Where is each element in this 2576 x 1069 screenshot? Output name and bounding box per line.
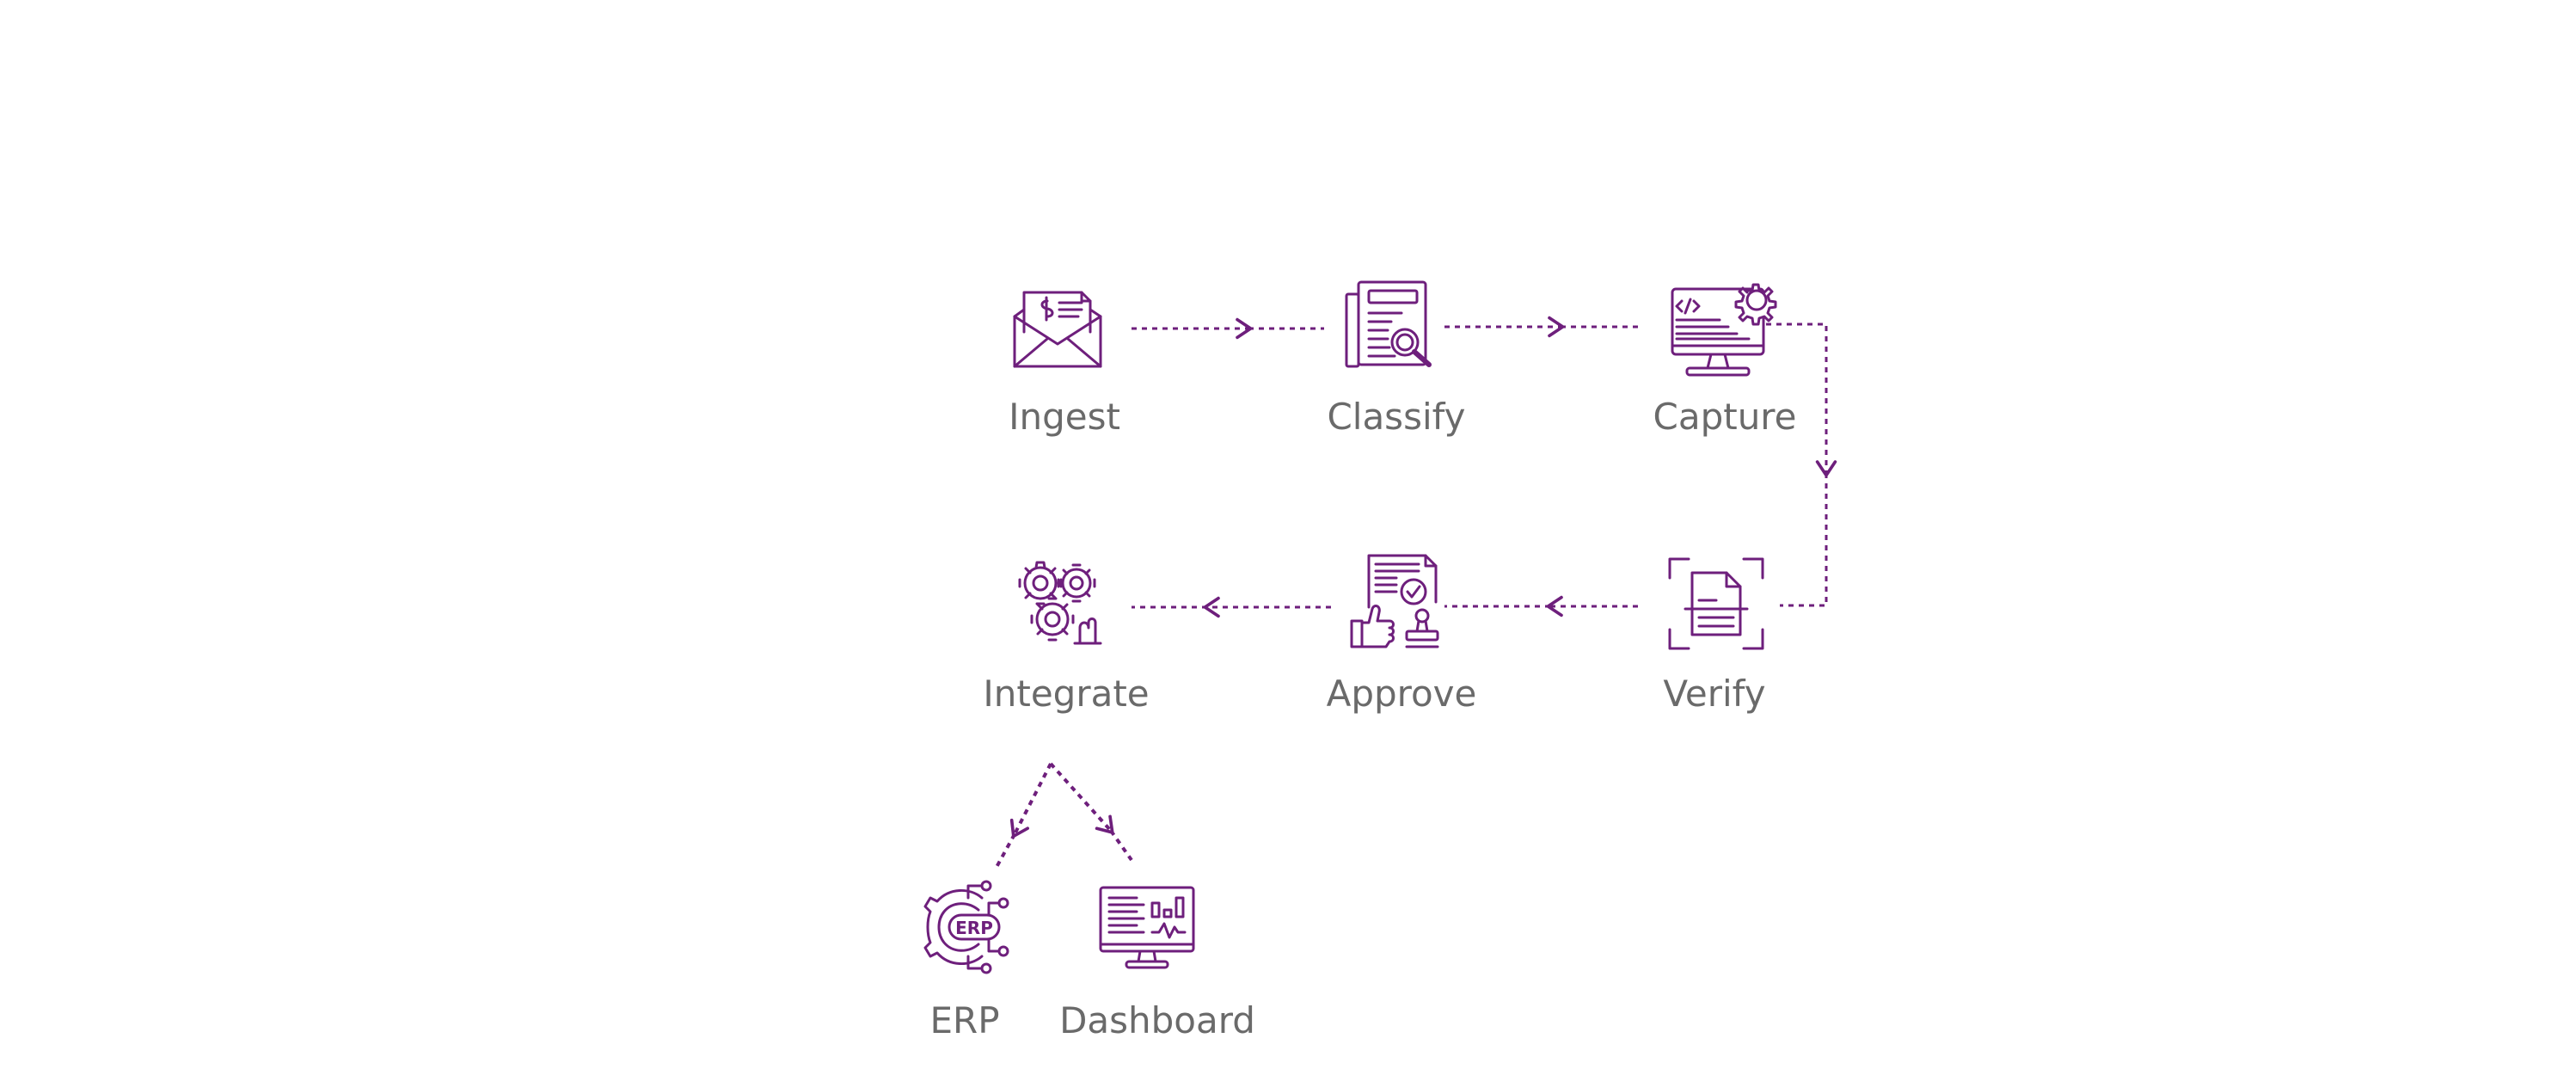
step-label-capture: Capture — [1653, 396, 1797, 438]
arrow-integrate-to-erp — [994, 763, 1052, 869]
monitor-code-gear-icon — [1671, 283, 1777, 377]
step-label-ingest: Ingest — [1009, 396, 1120, 438]
connectors — [994, 316, 1837, 869]
envelope-invoice-icon — [1013, 291, 1102, 368]
erp-gear-icon: ERP — [923, 880, 1009, 974]
output-label-dashboard: Dashboard — [1059, 999, 1255, 1041]
output-label-erp: ERP — [929, 999, 1000, 1041]
arrow-capture-to-verify — [1766, 323, 1837, 607]
document-scan-icon — [1668, 557, 1764, 650]
document-search-icon — [1345, 280, 1432, 368]
step-label-classify: Classify — [1327, 396, 1466, 438]
step-label-verify: Verify — [1663, 673, 1766, 715]
step-label-approve: Approve — [1326, 673, 1477, 715]
document-approval-stamp-icon — [1350, 554, 1439, 648]
arrow-integrate-to-dashboard — [1049, 762, 1133, 862]
gears-hand-icon — [1018, 561, 1102, 645]
dashboard-monitor-icon — [1099, 886, 1195, 969]
step-label-integrate: Integrate — [983, 673, 1150, 715]
erp-badge-text: ERP — [955, 918, 993, 938]
